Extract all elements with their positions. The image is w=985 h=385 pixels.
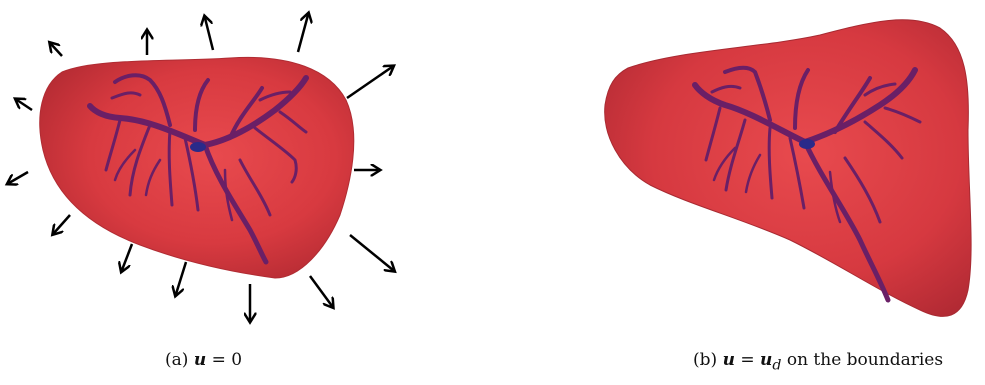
arrow-icon	[122, 243, 134, 270]
vessel-core-a	[190, 142, 206, 152]
arrow-icon	[9, 170, 29, 183]
panel-b	[604, 19, 972, 317]
arrow-icon	[51, 44, 63, 57]
arrow-icon	[346, 67, 392, 100]
caption-b-prefix: (b)	[693, 350, 718, 370]
vessel-tree-a	[87, 73, 309, 265]
arrow-icon	[349, 234, 393, 270]
caption-a-prefix: (a)	[165, 350, 189, 370]
panel-a	[9, 15, 393, 320]
caption-b-rhs: u	[760, 350, 773, 370]
vessel-core-b	[799, 139, 815, 149]
arrow-icon	[176, 261, 188, 294]
arrow-icon	[296, 15, 308, 53]
arrow-icon	[54, 214, 71, 233]
caption-b-var: u	[722, 350, 735, 370]
organ-surface-b	[604, 19, 972, 317]
caption-a-rest: = 0	[211, 350, 243, 370]
arrow-icon	[205, 18, 215, 51]
caption-b: (b) u = ud on the boundaries	[693, 350, 943, 373]
caption-b-eq: =	[740, 350, 755, 370]
vessel-tree-b	[692, 65, 922, 303]
arrow-icon	[17, 100, 33, 112]
arrow-icon	[308, 275, 332, 306]
organ-surface-a	[39, 56, 355, 279]
boundary-arrows-a	[9, 15, 393, 320]
caption-b-subscript: d	[772, 357, 782, 374]
caption-a: (a) u = 0	[165, 350, 242, 370]
caption-a-var: u	[193, 350, 207, 370]
caption-b-rest: on the boundaries	[786, 350, 944, 370]
